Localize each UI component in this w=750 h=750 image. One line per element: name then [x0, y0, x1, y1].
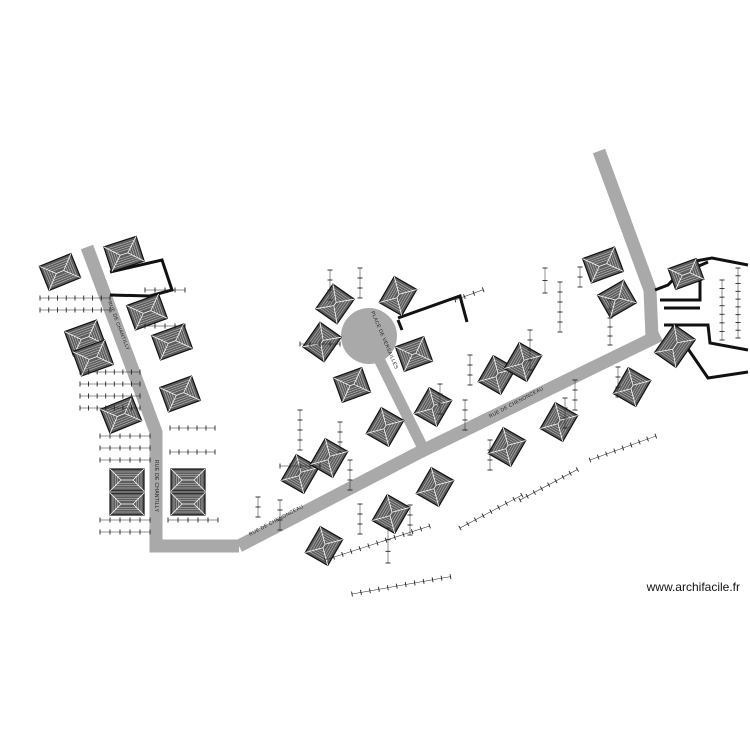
building-roof [332, 366, 372, 404]
parking-row [169, 425, 216, 431]
building-roof [365, 406, 405, 448]
parking-row [323, 523, 431, 563]
parking-row [327, 269, 333, 301]
parking-row [99, 445, 151, 451]
parking-bays [39, 266, 741, 597]
parking-row [562, 397, 568, 429]
parking-row [487, 439, 493, 471]
place-spur-road [372, 352, 430, 455]
parking-row [297, 409, 303, 451]
building-roof [653, 323, 697, 369]
parking-row [458, 492, 524, 531]
parking-row [169, 449, 216, 455]
parking-row [385, 527, 391, 564]
parking-row [255, 496, 261, 518]
building-roof [103, 235, 145, 273]
parking-row [615, 366, 621, 398]
parking-row [347, 459, 353, 491]
roads [80, 148, 663, 553]
buildings [38, 235, 705, 567]
parking-row [39, 295, 111, 301]
parking-row [357, 267, 363, 299]
parking-row [167, 517, 219, 523]
place-de-versailles-roundabout [341, 308, 397, 364]
building-roof [99, 395, 143, 435]
parking-row [337, 421, 343, 453]
parking-row [572, 379, 578, 411]
parking-row [277, 499, 283, 531]
parking-row [735, 267, 741, 339]
building-roof [612, 366, 652, 408]
parking-row [577, 266, 583, 288]
parking-row [279, 463, 321, 469]
building-roof [125, 293, 169, 331]
watermark: www.archifacile.fr [646, 580, 740, 594]
parking-row [719, 279, 725, 341]
parking-row [407, 504, 413, 536]
building-roof [314, 283, 356, 325]
parking-row [299, 341, 341, 347]
parking-row [453, 287, 485, 303]
building-roof [415, 466, 455, 508]
parking-row [588, 433, 658, 463]
building-roof [71, 339, 115, 377]
rue-de-chenonceau-road [236, 329, 663, 552]
parking-row [542, 267, 548, 294]
parking-row [79, 393, 141, 399]
parking-row [79, 405, 141, 411]
building-roof [280, 453, 320, 495]
building-roof [170, 468, 206, 492]
parking-row [607, 299, 613, 346]
parking-row [557, 281, 563, 333]
building-roof [394, 335, 434, 373]
parking-row [518, 467, 579, 503]
building-roof [581, 246, 625, 284]
building-roof [301, 321, 343, 363]
parking-row [79, 369, 141, 375]
parking-row [99, 433, 151, 439]
parking-row [99, 529, 151, 535]
parking-row [467, 354, 473, 386]
rue-de-chantilly-road [80, 244, 239, 553]
building-roof [109, 492, 145, 516]
building-roof [596, 279, 638, 319]
building-roof [487, 426, 527, 468]
parking-row [99, 517, 151, 523]
building-roof [378, 275, 418, 317]
parking-row [99, 457, 151, 463]
building-roof [503, 341, 543, 383]
wall-west [109, 258, 174, 298]
building-roof [158, 375, 202, 413]
building-roof [304, 525, 344, 567]
parking-row [39, 307, 111, 313]
building-roof [38, 252, 82, 292]
parking-row [144, 323, 186, 329]
parking-row [527, 329, 533, 371]
building-roof [109, 468, 145, 492]
parking-row [437, 383, 443, 415]
parking-row [79, 381, 141, 387]
wall-centre [396, 294, 469, 331]
building-roof [371, 493, 411, 535]
street-label: RUE DE CHANTILLY [153, 460, 159, 513]
parking-row [144, 287, 186, 293]
parking-row [351, 574, 452, 597]
north-avenue-road [592, 148, 659, 338]
building-roof [539, 401, 579, 443]
building-roof [667, 257, 705, 291]
parking-row [357, 503, 363, 535]
parking-row [462, 399, 468, 431]
building-roof [170, 492, 206, 516]
building-roof [413, 386, 453, 428]
building-roof [150, 323, 194, 361]
